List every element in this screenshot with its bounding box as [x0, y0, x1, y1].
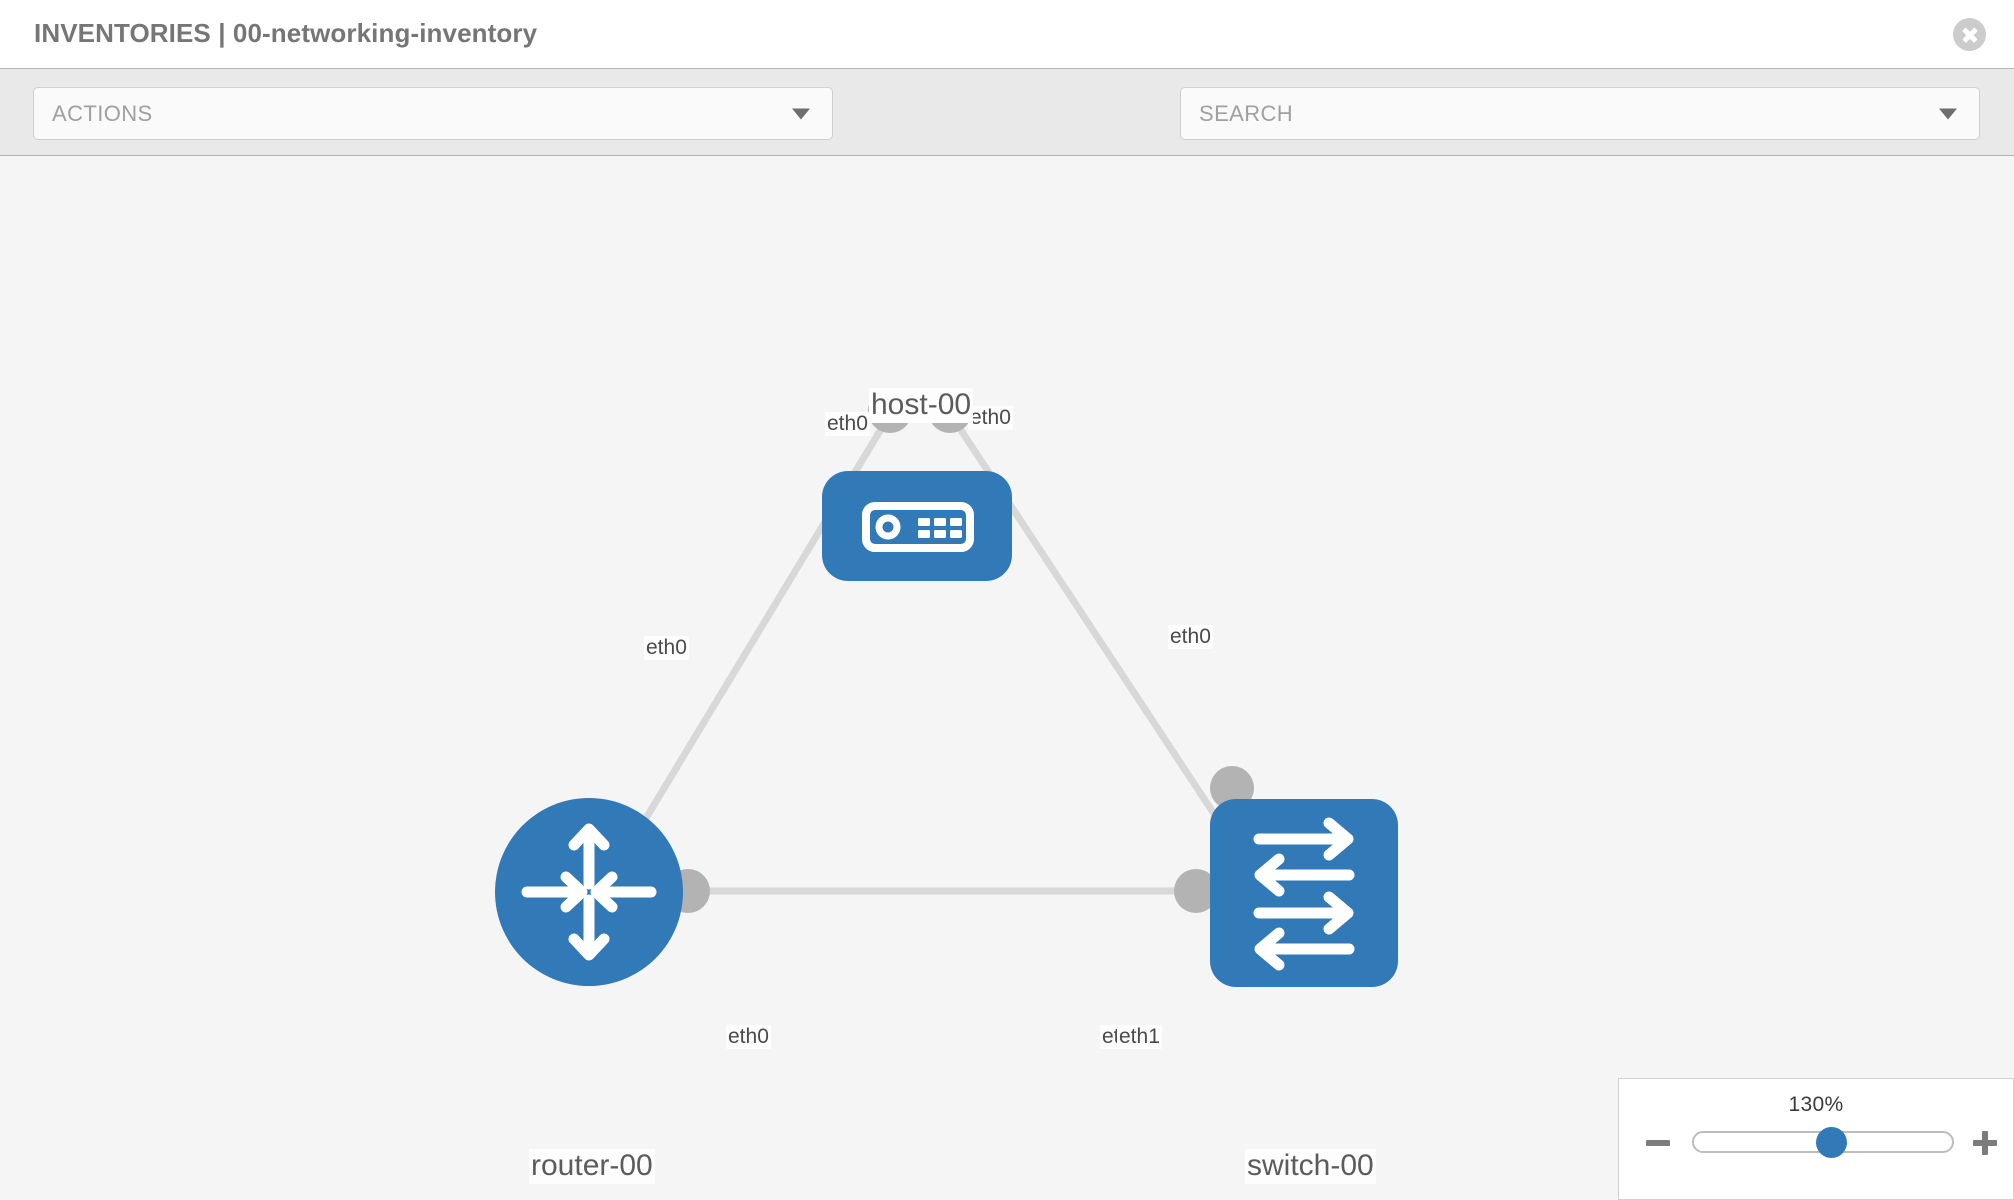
actions-dropdown[interactable]: ACTIONS — [33, 87, 833, 140]
node-label-host-00: host-00 — [869, 388, 974, 423]
chevron-down-icon — [1939, 108, 1957, 119]
zoom-out-button[interactable] — [1644, 1129, 1672, 1157]
search-input[interactable]: SEARCH — [1180, 87, 1980, 140]
edge-label-switch-left-port-b: eth1 — [1117, 1025, 1162, 1050]
switch-arrows-icon — [1253, 817, 1355, 971]
toolbar: ACTIONS SEARCH — [0, 69, 2014, 206]
node-label-router-00: router-00 — [529, 1149, 655, 1184]
host-server-icon — [862, 502, 974, 552]
topology-graph — [495, 389, 1398, 987]
zoom-slider-thumb[interactable] — [1816, 1127, 1847, 1158]
port-switch-left — [1174, 869, 1218, 913]
search-placeholder: SEARCH — [1199, 100, 1294, 126]
close-icon[interactable] — [1953, 18, 1986, 51]
edge-label-host-right-port: eth0 — [968, 406, 1013, 431]
page-title: INVENTORIES | 00-networking-inventory — [34, 18, 538, 48]
edge-label-router-up-port: eth0 — [644, 636, 689, 661]
zoom-in-button[interactable] — [1971, 1129, 1999, 1157]
zoom-control-panel: 130% — [1618, 1078, 2014, 1200]
zoom-level-value: 130% — [1788, 1093, 1844, 1116]
node-host-00 — [822, 471, 1012, 581]
node-switch-00 — [1210, 799, 1398, 987]
topology-ports — [666, 389, 1254, 913]
node-label-switch-00: switch-00 — [1245, 1149, 1376, 1184]
actions-dropdown-label: ACTIONS — [52, 100, 153, 126]
edge-label-host-left-port: eth0 — [825, 412, 870, 437]
node-router-00 — [495, 798, 683, 986]
chevron-down-icon — [792, 108, 810, 119]
router-arrows-icon — [521, 823, 657, 961]
edge-label-router-right-port: eth0 — [726, 1025, 771, 1050]
edge-label-switch-up-port: eth0 — [1168, 625, 1213, 650]
topology-canvas[interactable]: eth0 eth0 host-00 eth0 eth0 eth0 eth eth… — [0, 156, 2014, 1200]
page-header: INVENTORIES | 00-networking-inventory — [0, 0, 2014, 69]
